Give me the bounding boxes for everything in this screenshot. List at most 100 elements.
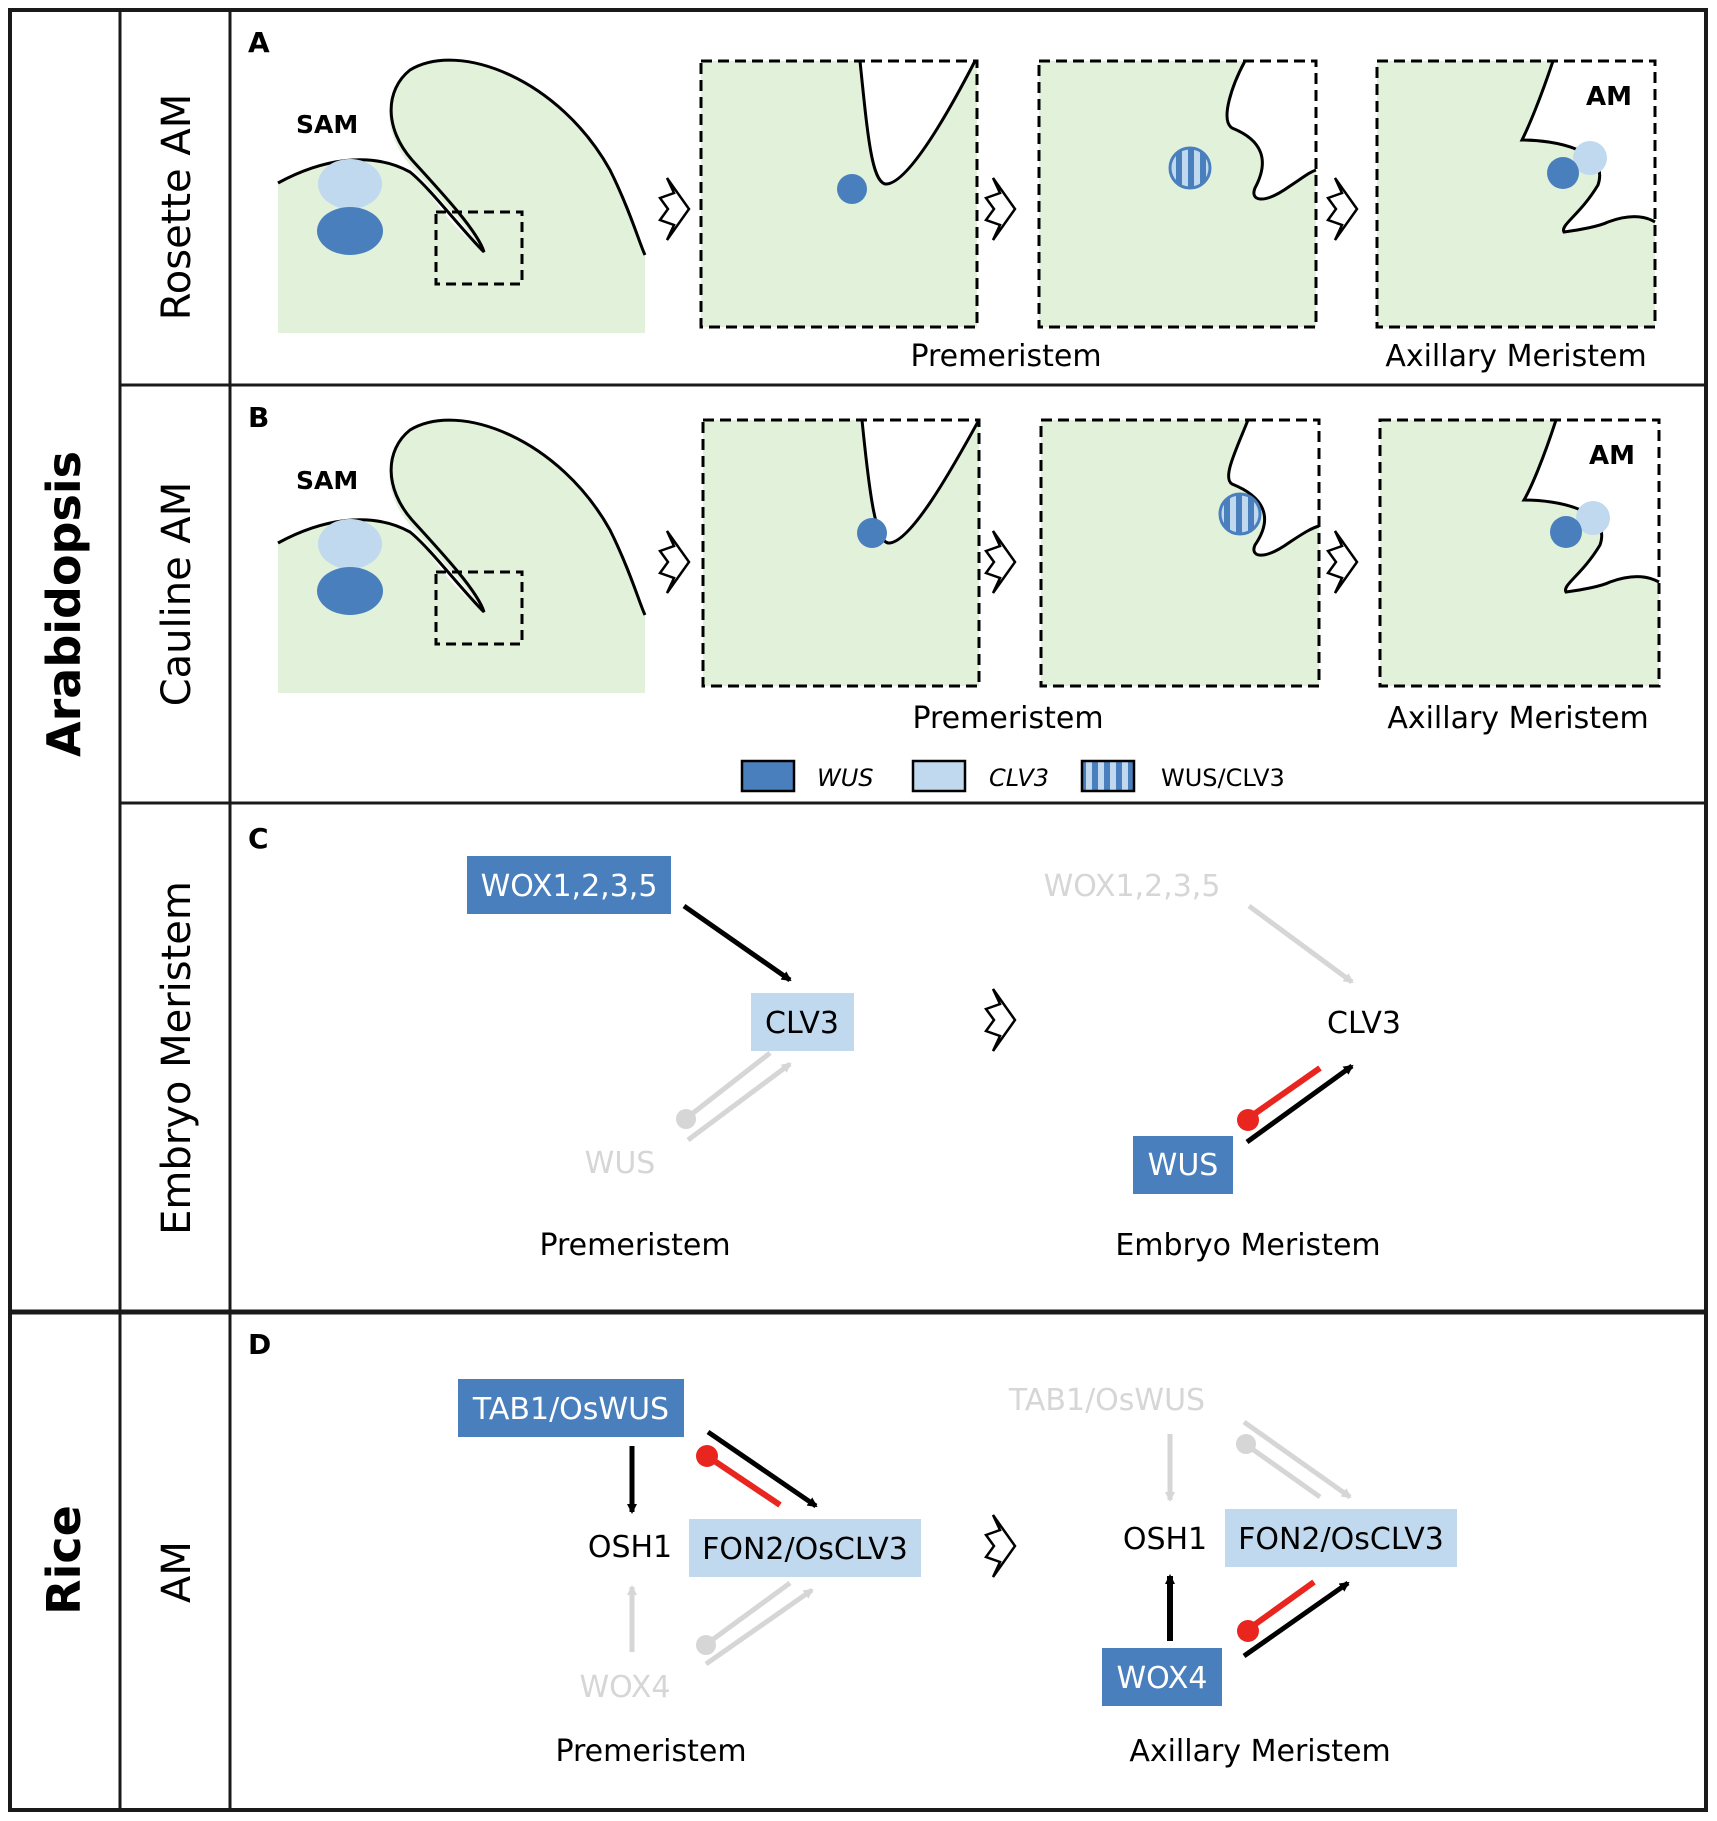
sam-outline [277,418,647,616]
am-clv3-dot [1576,501,1610,535]
caption-embryo-c: Embryo Meristem [1115,1228,1380,1263]
edge-clv3-inhibits-wus-dim [686,1051,772,1119]
panel-c: C WOX1,2,3,5 CLV3 WUS Premeristem WOX1,2… [248,822,1401,1263]
wus-clv3-dot [1168,146,1212,190]
am-label: AM [1589,441,1635,471]
row-label-embryo: Embryo Meristem [154,881,200,1235]
edge-fon2-inhibits-tab1-dim [1246,1443,1322,1500]
sam-clv3-zone [318,159,382,209]
row-label-am: AM [154,1541,200,1603]
panel-letter-a: A [248,26,270,59]
node-wox-right: WOX1,2,3,5 [1044,869,1221,904]
edge-fon2-inhibits-wox4-dim [706,1580,792,1646]
edge-wus-activates-clv3-dim [686,1061,792,1143]
group-label-rice: Rice [37,1505,91,1615]
zoom-region [434,210,524,286]
node-box-fon2 [1225,1509,1457,1567]
zoom-box-3: AM [1378,418,1661,688]
am-wus-dot [1547,157,1579,189]
panel-letter-b: B [248,401,269,434]
legend-swatch-wus [740,759,796,793]
zoom-box-3: AM [1375,59,1657,329]
panel-b: B SAM AM [248,401,1661,793]
legend-label-wus: WUS [817,764,874,792]
node-wox4-left: WOX4 [580,1670,671,1705]
node-wox4-right: WOX4 [1117,1661,1208,1696]
node-fon2-left: FON2/OsCLV3 [702,1532,908,1567]
node-osh1-right: OSH1 [1123,1522,1207,1557]
edge-fon2-inhibits-tab1 [708,1455,782,1508]
caption-axillary-b: Axillary Meristem [1387,701,1648,736]
panel-letter-d: D [248,1328,271,1361]
step-arrow-c [984,988,1017,1052]
inhibit-head [1237,1620,1259,1642]
caption-premeristem-c: Premeristem [539,1228,730,1263]
step-arrow-a2 [984,177,1017,241]
sam-tissue [278,420,645,693]
edge-wus-activates-clv3 [1245,1063,1354,1145]
zoom-box-2 [1037,59,1318,329]
zoom-box-2 [1039,418,1321,688]
node-tab1-left: TAB1/OsWUS [472,1392,669,1427]
node-osh1-left: OSH1 [588,1530,672,1565]
sam-clv3-zone [318,519,382,569]
caption-axillary-d: Axillary Meristem [1129,1734,1390,1769]
legend: WUS CLV3 WUS/CLV3 [740,759,1285,793]
legend-label-clv3: CLV3 [989,764,1049,792]
caption-axillary-a: Axillary Meristem [1385,339,1646,374]
step-arrow-a1 [658,177,691,241]
inhibit-head [696,1445,718,1467]
am-clv3-dot [1573,141,1607,175]
caption-premeristem-a: Premeristem [910,339,1101,374]
row-label-cauline: Cauline AM [154,482,200,707]
edge-tab1-activates-fon2-dim [1242,1419,1352,1500]
node-box-wox [467,856,671,914]
node-wox-left: WOX1,2,3,5 [481,869,658,904]
wus-dot [837,174,867,204]
zoom-box-1 [701,418,981,688]
sam-label: SAM [296,110,358,139]
node-wus-right: WUS [1148,1148,1219,1183]
caption-premeristem-b: Premeristem [912,701,1103,736]
am-wus-dot [1550,516,1582,548]
inhibit-head-dim [696,1635,716,1655]
group-label-arabidopsis: Arabidopsis [37,451,91,757]
node-box-tab1 [458,1379,684,1437]
step-arrow-a3 [1326,177,1359,241]
sam-outline [277,58,647,256]
inhibit-head-dim [1236,1434,1256,1454]
wus-dot [857,518,887,548]
edge-wox4-activates-fon2-dim [704,1587,814,1667]
legend-swatch-both [1080,759,1136,793]
wus-clv3-dot [1218,492,1262,536]
node-fon2-right: FON2/OsCLV3 [1238,1522,1444,1557]
edge-clv3-inhibits-wus [1248,1065,1322,1120]
panel-a: A SAM AM [248,26,1657,374]
node-box-fon2 [689,1519,921,1577]
node-wus-left: WUS [585,1146,656,1181]
node-box-wox4 [1102,1648,1222,1706]
am-label: AM [1586,82,1632,112]
edge-tab1-activates-fon2 [706,1429,818,1509]
edge-wox-activates-clv3-dim [1247,903,1354,985]
edge-wox-activates-clv3 [682,903,792,983]
step-arrow-b1 [658,530,691,594]
sam-wus-zone [317,567,383,615]
inhibit-head-dim [676,1109,696,1129]
row-label-rosette: Rosette AM [154,94,200,320]
step-arrow-b2 [984,530,1017,594]
sam-label: SAM [296,466,358,495]
panel-d: D TAB1/OsWUS OSH1 FON2/OsCLV3 WOX4 Preme… [248,1328,1457,1769]
zoom-box-1 [699,59,979,329]
outer-border [8,8,1708,1812]
node-box-clv3 [751,993,854,1051]
figure-grid [8,8,1708,1812]
panel-letter-c: C [248,822,269,855]
step-arrow-b3 [1326,530,1359,594]
node-clv3-left: CLV3 [765,1006,839,1041]
edge-fon2-inhibits-wox4 [1248,1579,1316,1631]
edge-wox4-activates-fon2 [1242,1580,1350,1659]
node-clv3-right: CLV3 [1327,1006,1401,1041]
sam-wus-zone [317,207,383,255]
